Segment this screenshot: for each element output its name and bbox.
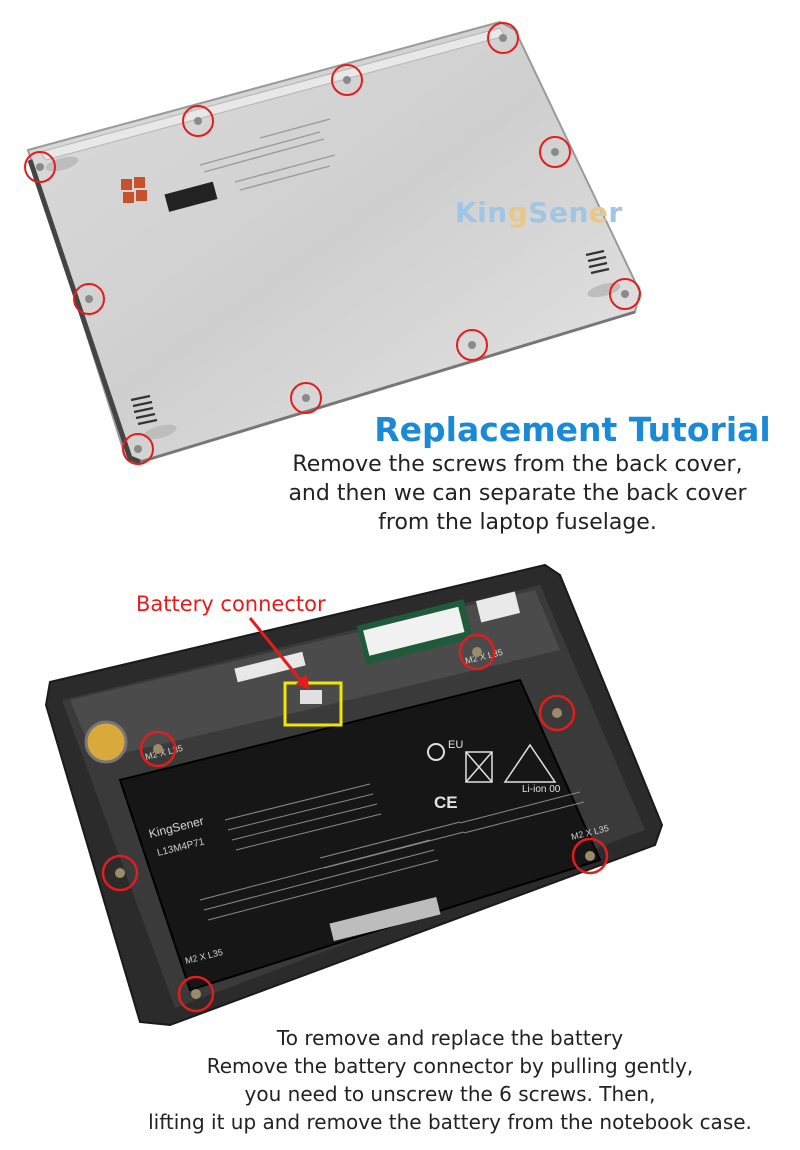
battery-instructions: To remove and replace the battery Remove… <box>100 1024 800 1136</box>
liion-mark: Li-ion 00 <box>522 784 561 795</box>
cover-instructions: Remove the screws from the back cover, a… <box>230 450 800 537</box>
brand-watermark: KingSener <box>455 196 623 229</box>
speaker-grille-left <box>130 394 158 426</box>
eu-mark: EU <box>448 739 463 751</box>
battery-screw-markers <box>101 633 609 1013</box>
laptop-back-cover-image <box>24 20 642 465</box>
screw-icon <box>115 647 595 999</box>
open-laptop-battery-image: KingSener L13M4P71 EU CE Li-ion 00 M2 X … <box>44 563 664 1027</box>
instruction-line: To remove and replace the battery <box>276 1026 624 1050</box>
arrow-head-icon <box>296 674 310 690</box>
watermark-text: Kin <box>455 196 508 229</box>
instruction-line: Remove the screws from the back cover, <box>292 452 743 477</box>
china-rohs-icon <box>427 743 445 761</box>
instruction-line: from the laptop fuselage. <box>378 510 657 535</box>
speaker-grille-right <box>585 249 610 275</box>
ce-mark: CE <box>434 793 458 812</box>
watermark-text: e <box>588 196 609 229</box>
watermark-text: Sen <box>528 196 589 229</box>
instruction-line: you need to unscrew the 6 screws. Then, <box>244 1082 656 1106</box>
screw-icon <box>36 34 629 453</box>
watermark-text: g <box>507 196 529 229</box>
windows-logo-icon <box>121 177 147 203</box>
screw-markers <box>24 22 641 465</box>
instruction-line: Remove the battery connector by pulling … <box>206 1054 694 1078</box>
battery-connector-label: Battery connector <box>136 592 326 616</box>
instruction-line: and then we can separate the back cover <box>288 481 747 506</box>
connector-arrow <box>248 617 304 683</box>
instruction-line: lifting it up and remove the battery fro… <box>148 1110 752 1134</box>
tutorial-title: Replacement Tutorial <box>374 410 771 449</box>
recycle-icon <box>503 743 557 783</box>
battery-pack <box>118 678 602 992</box>
battery-connector-highlight <box>283 681 343 727</box>
watermark-text: r <box>608 196 623 229</box>
recycle-bin-icon <box>465 751 493 783</box>
